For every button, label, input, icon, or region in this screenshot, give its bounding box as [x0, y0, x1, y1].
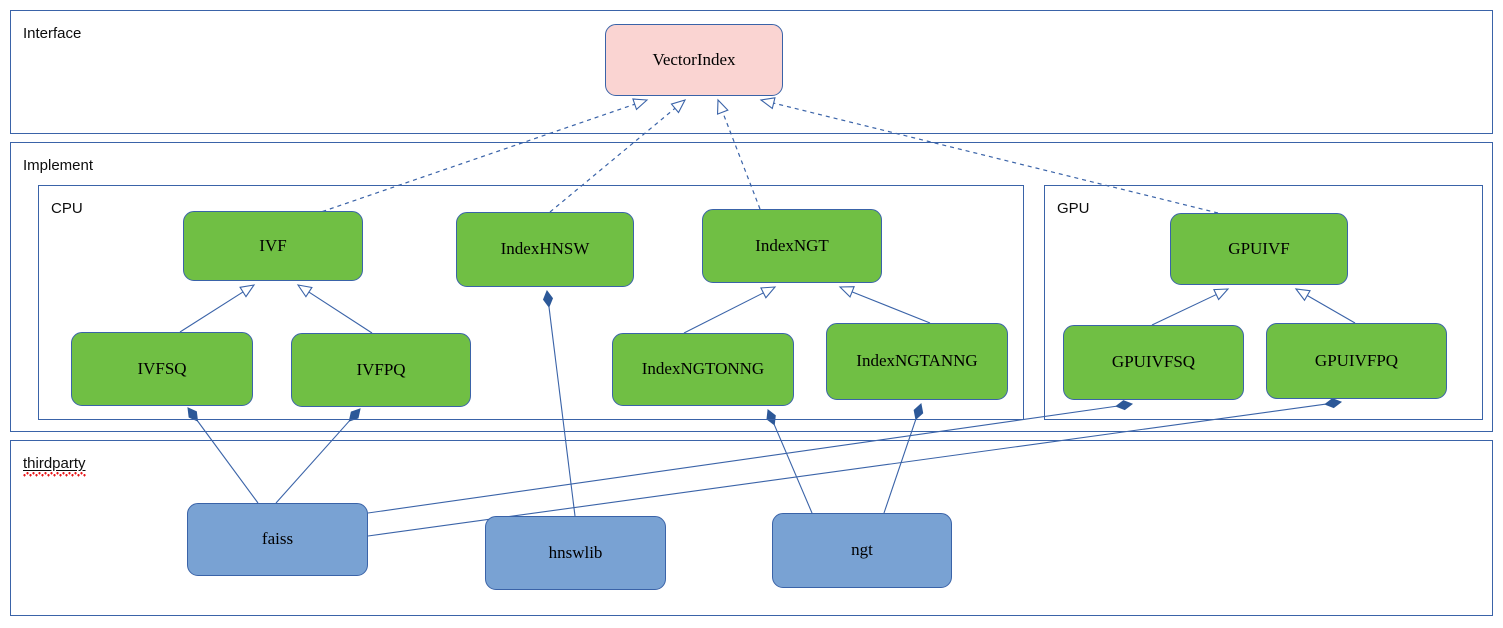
container-label-interface: Interface — [23, 25, 82, 42]
node-hnswlib[interactable]: hnswlib — [485, 516, 666, 590]
node-vectorindex[interactable]: VectorIndex — [605, 24, 783, 96]
node-gpuivf[interactable]: GPUIVF — [1170, 213, 1348, 285]
node-faiss[interactable]: faiss — [187, 503, 368, 576]
node-indexhnsw[interactable]: IndexHNSW — [456, 212, 634, 287]
container-interface — [10, 10, 1493, 134]
spellcheck-squiggle — [23, 472, 86, 477]
node-ivfsq[interactable]: IVFSQ — [71, 332, 253, 406]
node-ngt[interactable]: ngt — [772, 513, 952, 588]
node-ivf[interactable]: IVF — [183, 211, 363, 281]
node-indexngtanng[interactable]: IndexNGTANNG — [826, 323, 1008, 400]
node-indexngt[interactable]: IndexNGT — [702, 209, 882, 283]
container-label-cpu: CPU — [51, 200, 83, 217]
node-gpuivfsq[interactable]: GPUIVFSQ — [1063, 325, 1244, 400]
node-gpuivfpq[interactable]: GPUIVFPQ — [1266, 323, 1447, 399]
container-implement — [10, 142, 1493, 432]
container-label-thirdparty: thirdparty — [23, 456, 86, 477]
node-indexngtonng[interactable]: IndexNGTONNG — [612, 333, 794, 406]
container-label-gpu: GPU — [1057, 200, 1090, 217]
container-label-implement: Implement — [23, 157, 94, 174]
container-thirdparty — [10, 440, 1493, 616]
node-ivfpq[interactable]: IVFPQ — [291, 333, 471, 407]
container-gpu — [1044, 185, 1483, 420]
container-cpu — [38, 185, 1024, 420]
